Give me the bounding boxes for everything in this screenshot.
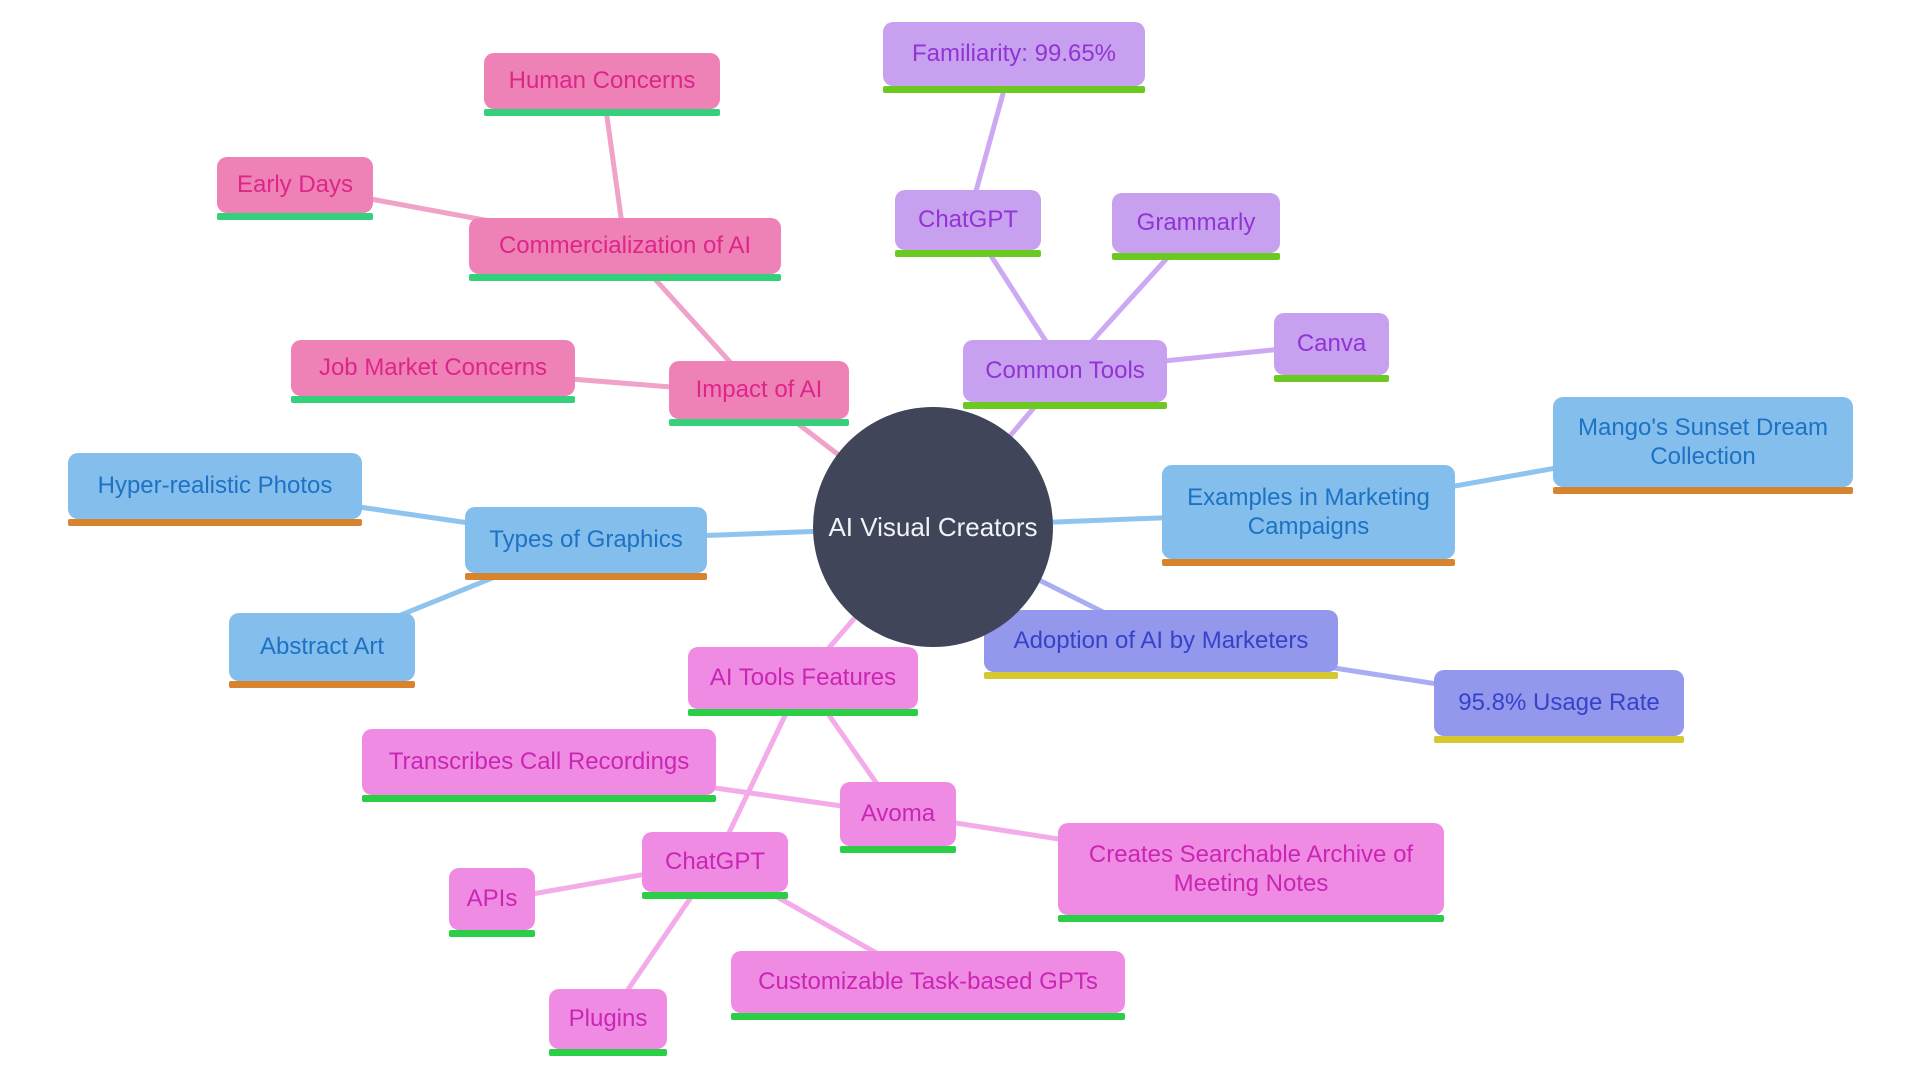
node-underline: [731, 1013, 1125, 1020]
node-label: Examples in Marketing Campaigns: [1187, 483, 1430, 540]
node-label: Grammarly: [1136, 209, 1256, 237]
node-underline: [549, 1049, 667, 1056]
node-underline: [963, 402, 1167, 409]
node-label: Creates Searchable Archive of Meeting No…: [1088, 840, 1414, 897]
node-underline: [1162, 559, 1455, 566]
node-underline: [217, 213, 373, 220]
node-adoption-of-ai[interactable]: Adoption of AI by Marketers: [984, 610, 1338, 679]
node-underline: [1274, 375, 1389, 382]
node-examples-in-marketing[interactable]: Examples in Marketing Campaigns: [1162, 465, 1455, 566]
node-underline: [469, 274, 781, 281]
node-ai-tools-features[interactable]: AI Tools Features: [688, 647, 918, 716]
node-usage-rate-stat[interactable]: 95.8% Usage Rate: [1434, 670, 1684, 743]
node-grammarly[interactable]: Grammarly: [1112, 193, 1280, 260]
node-underline: [484, 109, 720, 116]
node-impact-of-ai[interactable]: Impact of AI: [669, 361, 849, 426]
node-customizable-gpts[interactable]: Customizable Task-based GPTs: [731, 951, 1125, 1020]
node-underline: [1112, 253, 1280, 260]
node-label: Mango's Sunset Dream Collection: [1577, 413, 1829, 470]
node-label: AI Tools Features: [709, 664, 897, 692]
node-creates-searchable-archive[interactable]: Creates Searchable Archive of Meeting No…: [1058, 823, 1444, 922]
node-label: Familiarity: 99.65%: [911, 40, 1117, 68]
node-label: Hyper-realistic Photos: [97, 472, 333, 500]
node-label: Early Days: [236, 171, 354, 199]
node-label: Job Market Concerns: [318, 354, 548, 382]
node-underline: [642, 892, 788, 899]
node-apis[interactable]: APIs: [449, 868, 535, 937]
node-transcribes-call-recordings[interactable]: Transcribes Call Recordings: [362, 729, 716, 802]
node-underline: [229, 681, 415, 688]
node-underline: [883, 86, 1145, 93]
node-underline: [449, 930, 535, 937]
node-label: ChatGPT: [917, 206, 1019, 234]
node-label: APIs: [466, 885, 518, 913]
node-commercialization-of-ai[interactable]: Commercialization of AI: [469, 218, 781, 281]
node-canva[interactable]: Canva: [1274, 313, 1389, 382]
node-label: Adoption of AI by Marketers: [1013, 627, 1309, 655]
node-familiarity-stat[interactable]: Familiarity: 99.65%: [883, 22, 1145, 93]
node-label: Common Tools: [985, 357, 1145, 385]
node-early-days[interactable]: Early Days: [217, 157, 373, 220]
node-underline: [1058, 915, 1444, 922]
node-human-concerns[interactable]: Human Concerns: [484, 53, 720, 116]
node-label: Impact of AI: [695, 376, 823, 404]
node-label: Customizable Task-based GPTs: [758, 968, 1098, 996]
node-job-market-concerns[interactable]: Job Market Concerns: [291, 340, 575, 403]
node-label: Transcribes Call Recordings: [388, 748, 690, 776]
node-central-topic[interactable]: AI Visual Creators: [813, 407, 1053, 647]
node-chatgpt-bottom[interactable]: ChatGPT: [642, 832, 788, 899]
node-label: AI Visual Creators: [828, 511, 1038, 542]
node-types-of-graphics[interactable]: Types of Graphics: [465, 507, 707, 580]
node-avoma[interactable]: Avoma: [840, 782, 956, 853]
node-label: Plugins: [568, 1005, 648, 1033]
node-abstract-art[interactable]: Abstract Art: [229, 613, 415, 688]
node-label: Commercialization of AI: [498, 232, 752, 260]
node-underline: [362, 795, 716, 802]
node-underline: [1553, 487, 1853, 494]
node-label: Avoma: [860, 800, 936, 828]
node-label: Types of Graphics: [489, 526, 683, 554]
node-underline: [291, 396, 575, 403]
node-label: 95.8% Usage Rate: [1458, 689, 1660, 717]
node-underline: [688, 709, 918, 716]
node-common-tools[interactable]: Common Tools: [963, 340, 1167, 409]
node-chatgpt-top[interactable]: ChatGPT: [895, 190, 1041, 257]
node-underline: [840, 846, 956, 853]
node-underline: [1434, 736, 1684, 743]
node-label: Abstract Art: [259, 633, 385, 661]
node-underline: [68, 519, 362, 526]
node-label: Canva: [1296, 330, 1367, 358]
node-label: ChatGPT: [664, 848, 766, 876]
node-underline: [984, 672, 1338, 679]
node-mango-sunset-dream[interactable]: Mango's Sunset Dream Collection: [1553, 397, 1853, 494]
node-plugins[interactable]: Plugins: [549, 989, 667, 1056]
node-underline: [895, 250, 1041, 257]
node-underline: [669, 419, 849, 426]
node-hyper-realistic-photos[interactable]: Hyper-realistic Photos: [68, 453, 362, 526]
node-label: Human Concerns: [508, 67, 696, 95]
node-underline: [465, 573, 707, 580]
